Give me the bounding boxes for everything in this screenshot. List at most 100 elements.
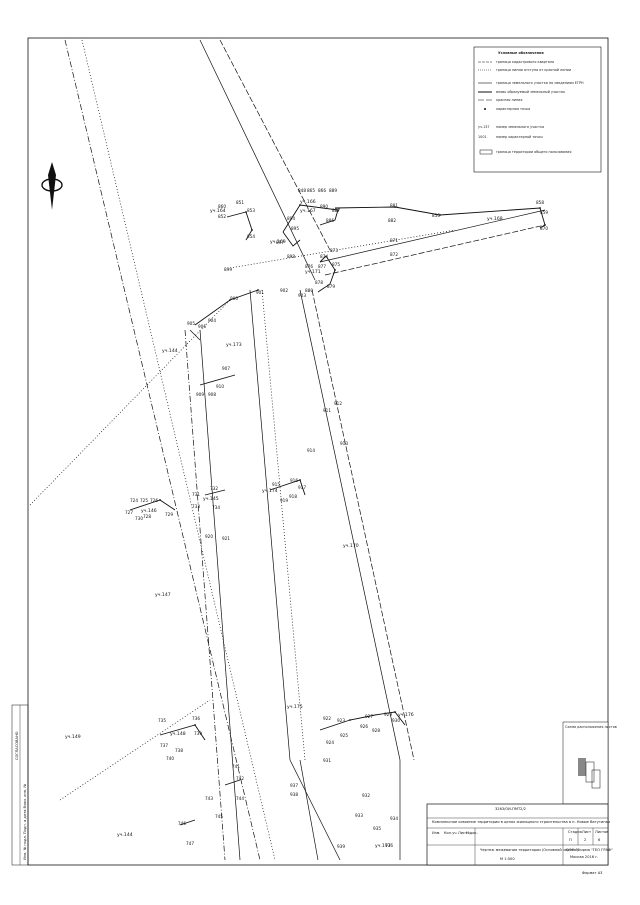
legend-parcel-code: уч.137 — [478, 125, 490, 129]
point-label: 872 — [390, 252, 398, 257]
point-label: 924 — [326, 740, 334, 745]
point-label: 921 — [222, 536, 230, 541]
point-label: 889 — [329, 188, 337, 193]
sheet-scheme-title: Схема расположения листов — [565, 725, 617, 729]
point-label: 737 — [160, 743, 168, 748]
point-label: 918 — [289, 494, 297, 499]
point-label: 854 — [247, 234, 255, 239]
point-label: 875 — [332, 262, 340, 267]
drawing-title: Чертеж межевания территории (Основной че… — [480, 848, 579, 852]
parcel-label: уч.147 — [155, 592, 171, 598]
point-label: 741 — [232, 764, 240, 769]
parcel-label: уч.175 — [287, 704, 303, 710]
legend: Условные обозначения граница кадастровог… — [473, 46, 602, 173]
company-city: Москва 2016 г. — [570, 855, 598, 859]
tb-row-labels: Изм. — [432, 831, 440, 835]
point-label: 908 — [208, 392, 216, 397]
sheet-value: 2 — [584, 838, 586, 842]
point-label: 911 — [323, 408, 331, 413]
parcel-label: уч.164 — [210, 208, 226, 214]
parcel-label: уч.148 — [170, 731, 186, 737]
sheet-scheme: Схема расположения листов — [562, 721, 617, 805]
point-label: 932 — [362, 793, 370, 798]
point-label: 736 — [192, 716, 200, 721]
road-lines — [29, 39, 546, 861]
company-name: ООО "Фирма "ГЕО ГРАФ" — [566, 848, 613, 852]
point-label: 938 — [290, 792, 298, 797]
point-label: 856 — [432, 213, 440, 218]
parcel-boundaries — [129, 204, 546, 826]
point-label: 935 — [373, 826, 381, 831]
point-label: 879 — [327, 284, 335, 289]
drawing-scale: М 1:500 — [500, 857, 515, 861]
point-label: 917 — [298, 485, 306, 490]
point-label: 865 — [307, 188, 315, 193]
point-label: 747 — [186, 841, 194, 846]
point-label: 734 — [212, 505, 220, 510]
side-stamp: Инв. № подл. Подп. и дата Взам. инв. № С… — [11, 704, 29, 866]
point-label: 729 — [165, 512, 173, 517]
point-label: 882 — [388, 218, 396, 223]
point-label: 907 — [222, 366, 230, 371]
legend-item: характерная точка — [496, 107, 530, 111]
point-label: 901 — [256, 290, 264, 295]
point-label: 732 — [210, 486, 218, 491]
point-label: 724 — [130, 498, 138, 503]
point-label: 874 — [320, 254, 328, 259]
point-label: 925 — [340, 733, 348, 738]
parcel-label: уч.173 — [226, 342, 242, 348]
svg-text:№док.: №док. — [466, 831, 478, 835]
point-label: 745 — [215, 814, 223, 819]
point-label: 909 — [196, 392, 204, 397]
point-labels: 860 851 852 853 854 848 865 866 889 890 … — [125, 188, 548, 849]
point-label: 860 — [218, 204, 226, 209]
parcel-label: уч.174 — [262, 488, 278, 494]
point-label: 920 — [205, 534, 213, 539]
point-label: 905 — [187, 321, 195, 326]
point-label: 858 — [536, 200, 544, 205]
parcel-label: уч.168 — [487, 216, 503, 222]
point-label: 915 — [272, 482, 280, 487]
point-label: 742 — [236, 776, 244, 781]
svg-text:Кол.уч.: Кол.уч. — [444, 831, 458, 835]
point-label: 922 — [323, 716, 331, 721]
point-label: 914 — [307, 448, 315, 453]
sheets-value: 6 — [598, 838, 601, 842]
parcel-label: уч.170 — [343, 543, 359, 549]
parcel-labels: уч.164 уч.168 уч.166 уч.167 уч.169 уч.17… — [65, 199, 503, 849]
parcel-label: уч.145 — [203, 496, 219, 502]
point-label: 740 — [166, 756, 174, 761]
sheets-header: Листов — [595, 830, 608, 834]
point-label: 730 — [135, 516, 143, 521]
point-label: 725 — [140, 498, 148, 503]
point-label: 728 — [143, 514, 151, 519]
point-label: 899 — [224, 267, 232, 272]
point-label: 931 — [323, 758, 331, 763]
point-label: 897 — [276, 240, 284, 245]
legend-item: граница кадастрового квартала — [496, 60, 554, 64]
title-block: 3263/ОИ-ПМТ2/2 Комплексное освоение терр… — [426, 803, 613, 875]
point-label: 910 — [216, 384, 224, 389]
point-label: 880 — [305, 288, 313, 293]
point-label: 937 — [290, 783, 298, 788]
point-label: 739 — [194, 731, 202, 736]
point-label: 895 — [291, 226, 299, 231]
point-label: 871 — [390, 238, 398, 243]
point-label: 926 — [360, 724, 368, 729]
point-label: 916 — [290, 478, 298, 483]
legend-item: граница земельного участка по сведениям … — [496, 81, 584, 85]
point-marks — [159, 204, 546, 726]
point-label: 873 — [330, 248, 338, 253]
point-label: 927 — [365, 714, 373, 719]
point-label: 870 — [540, 226, 548, 231]
point-label: 934 — [390, 816, 398, 821]
point-label: 929 — [384, 712, 392, 717]
legend-title: Условные обозначения — [498, 51, 544, 55]
point-label: 939 — [337, 844, 345, 849]
point-label: 746 — [178, 821, 186, 826]
point-label: 743 — [205, 796, 213, 801]
side-stamp-text: Инв. № подл. Подп. и дата Взам. инв. № — [23, 784, 27, 860]
parcel-label: уч.176 — [398, 712, 414, 718]
legend-item: номер земельного участка — [496, 125, 544, 129]
